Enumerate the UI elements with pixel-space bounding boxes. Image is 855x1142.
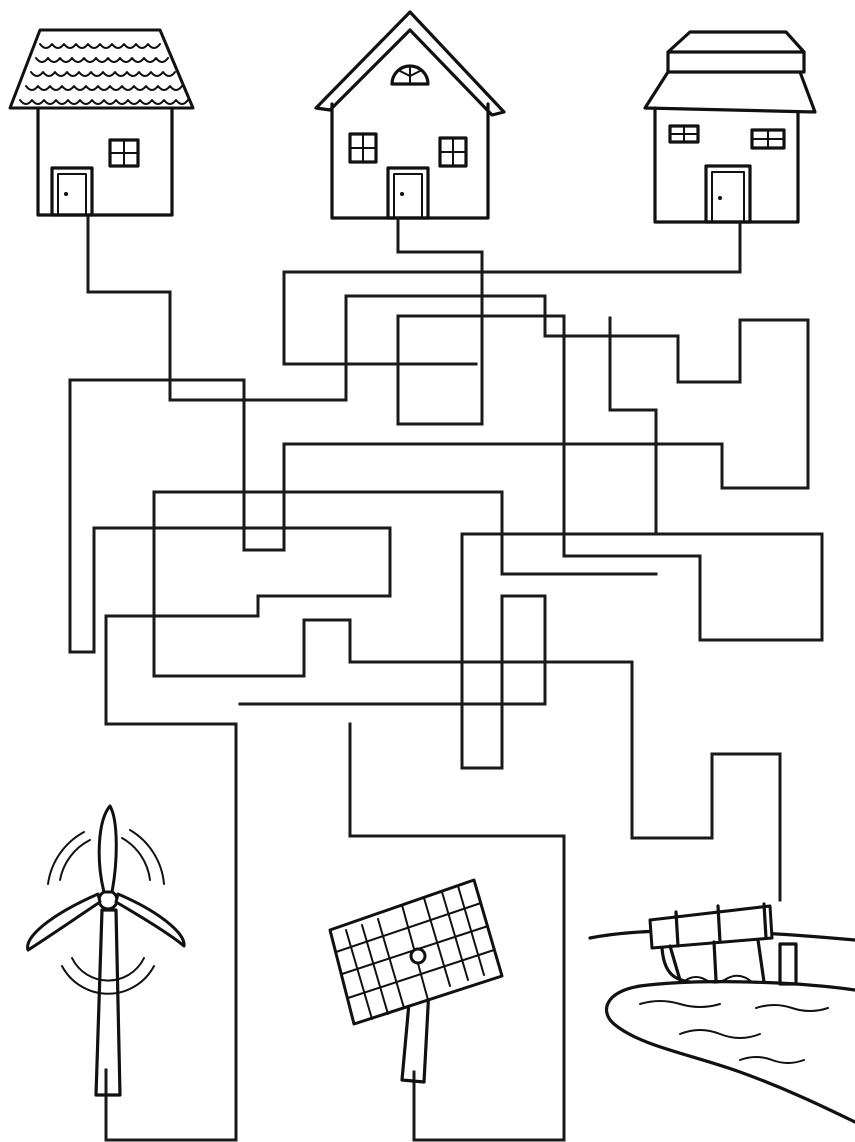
hip-roof-house-icon bbox=[645, 32, 815, 222]
solar-panel-icon bbox=[330, 880, 502, 1082]
maze-paths bbox=[70, 218, 822, 1140]
wind-turbine-icon bbox=[28, 806, 185, 1095]
hydro-dam-icon bbox=[590, 904, 855, 1122]
gabled-house-icon bbox=[316, 12, 504, 218]
scalloped-roof-house-icon bbox=[10, 30, 193, 215]
